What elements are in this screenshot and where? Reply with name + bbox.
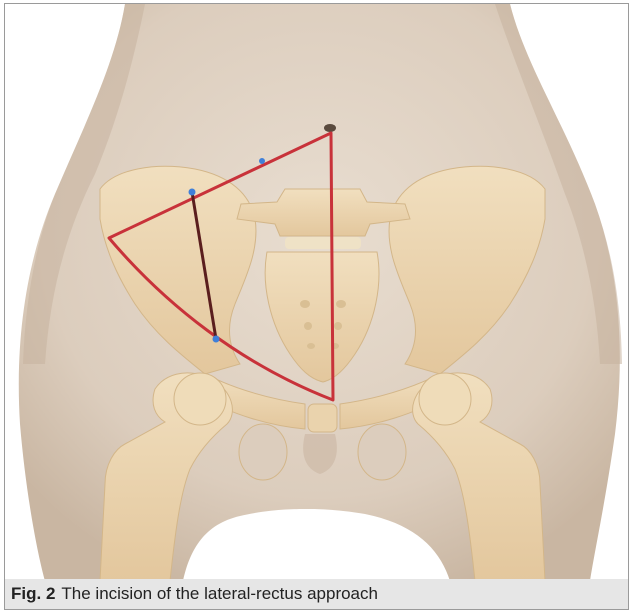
caption-label: Fig. 2 bbox=[11, 584, 55, 604]
intervertebral-disc bbox=[285, 237, 361, 249]
landmark-dot bbox=[189, 189, 196, 196]
right-femoral-head bbox=[419, 373, 471, 425]
caption-text: The incision of the lateral-rectus appro… bbox=[61, 584, 378, 604]
left-femoral-head bbox=[174, 373, 226, 425]
landmark-dot bbox=[213, 336, 220, 343]
navel bbox=[324, 124, 336, 132]
right-obturator-foramen bbox=[358, 424, 406, 480]
left-obturator-foramen bbox=[239, 424, 287, 480]
anatomy-illustration bbox=[5, 4, 629, 581]
figure-caption: Fig. 2 The incision of the lateral-rectu… bbox=[5, 579, 628, 609]
landmark-dot bbox=[259, 158, 265, 164]
pubic-symphysis bbox=[308, 404, 337, 432]
figure-panel: Fig. 2 The incision of the lateral-rectu… bbox=[4, 3, 629, 610]
